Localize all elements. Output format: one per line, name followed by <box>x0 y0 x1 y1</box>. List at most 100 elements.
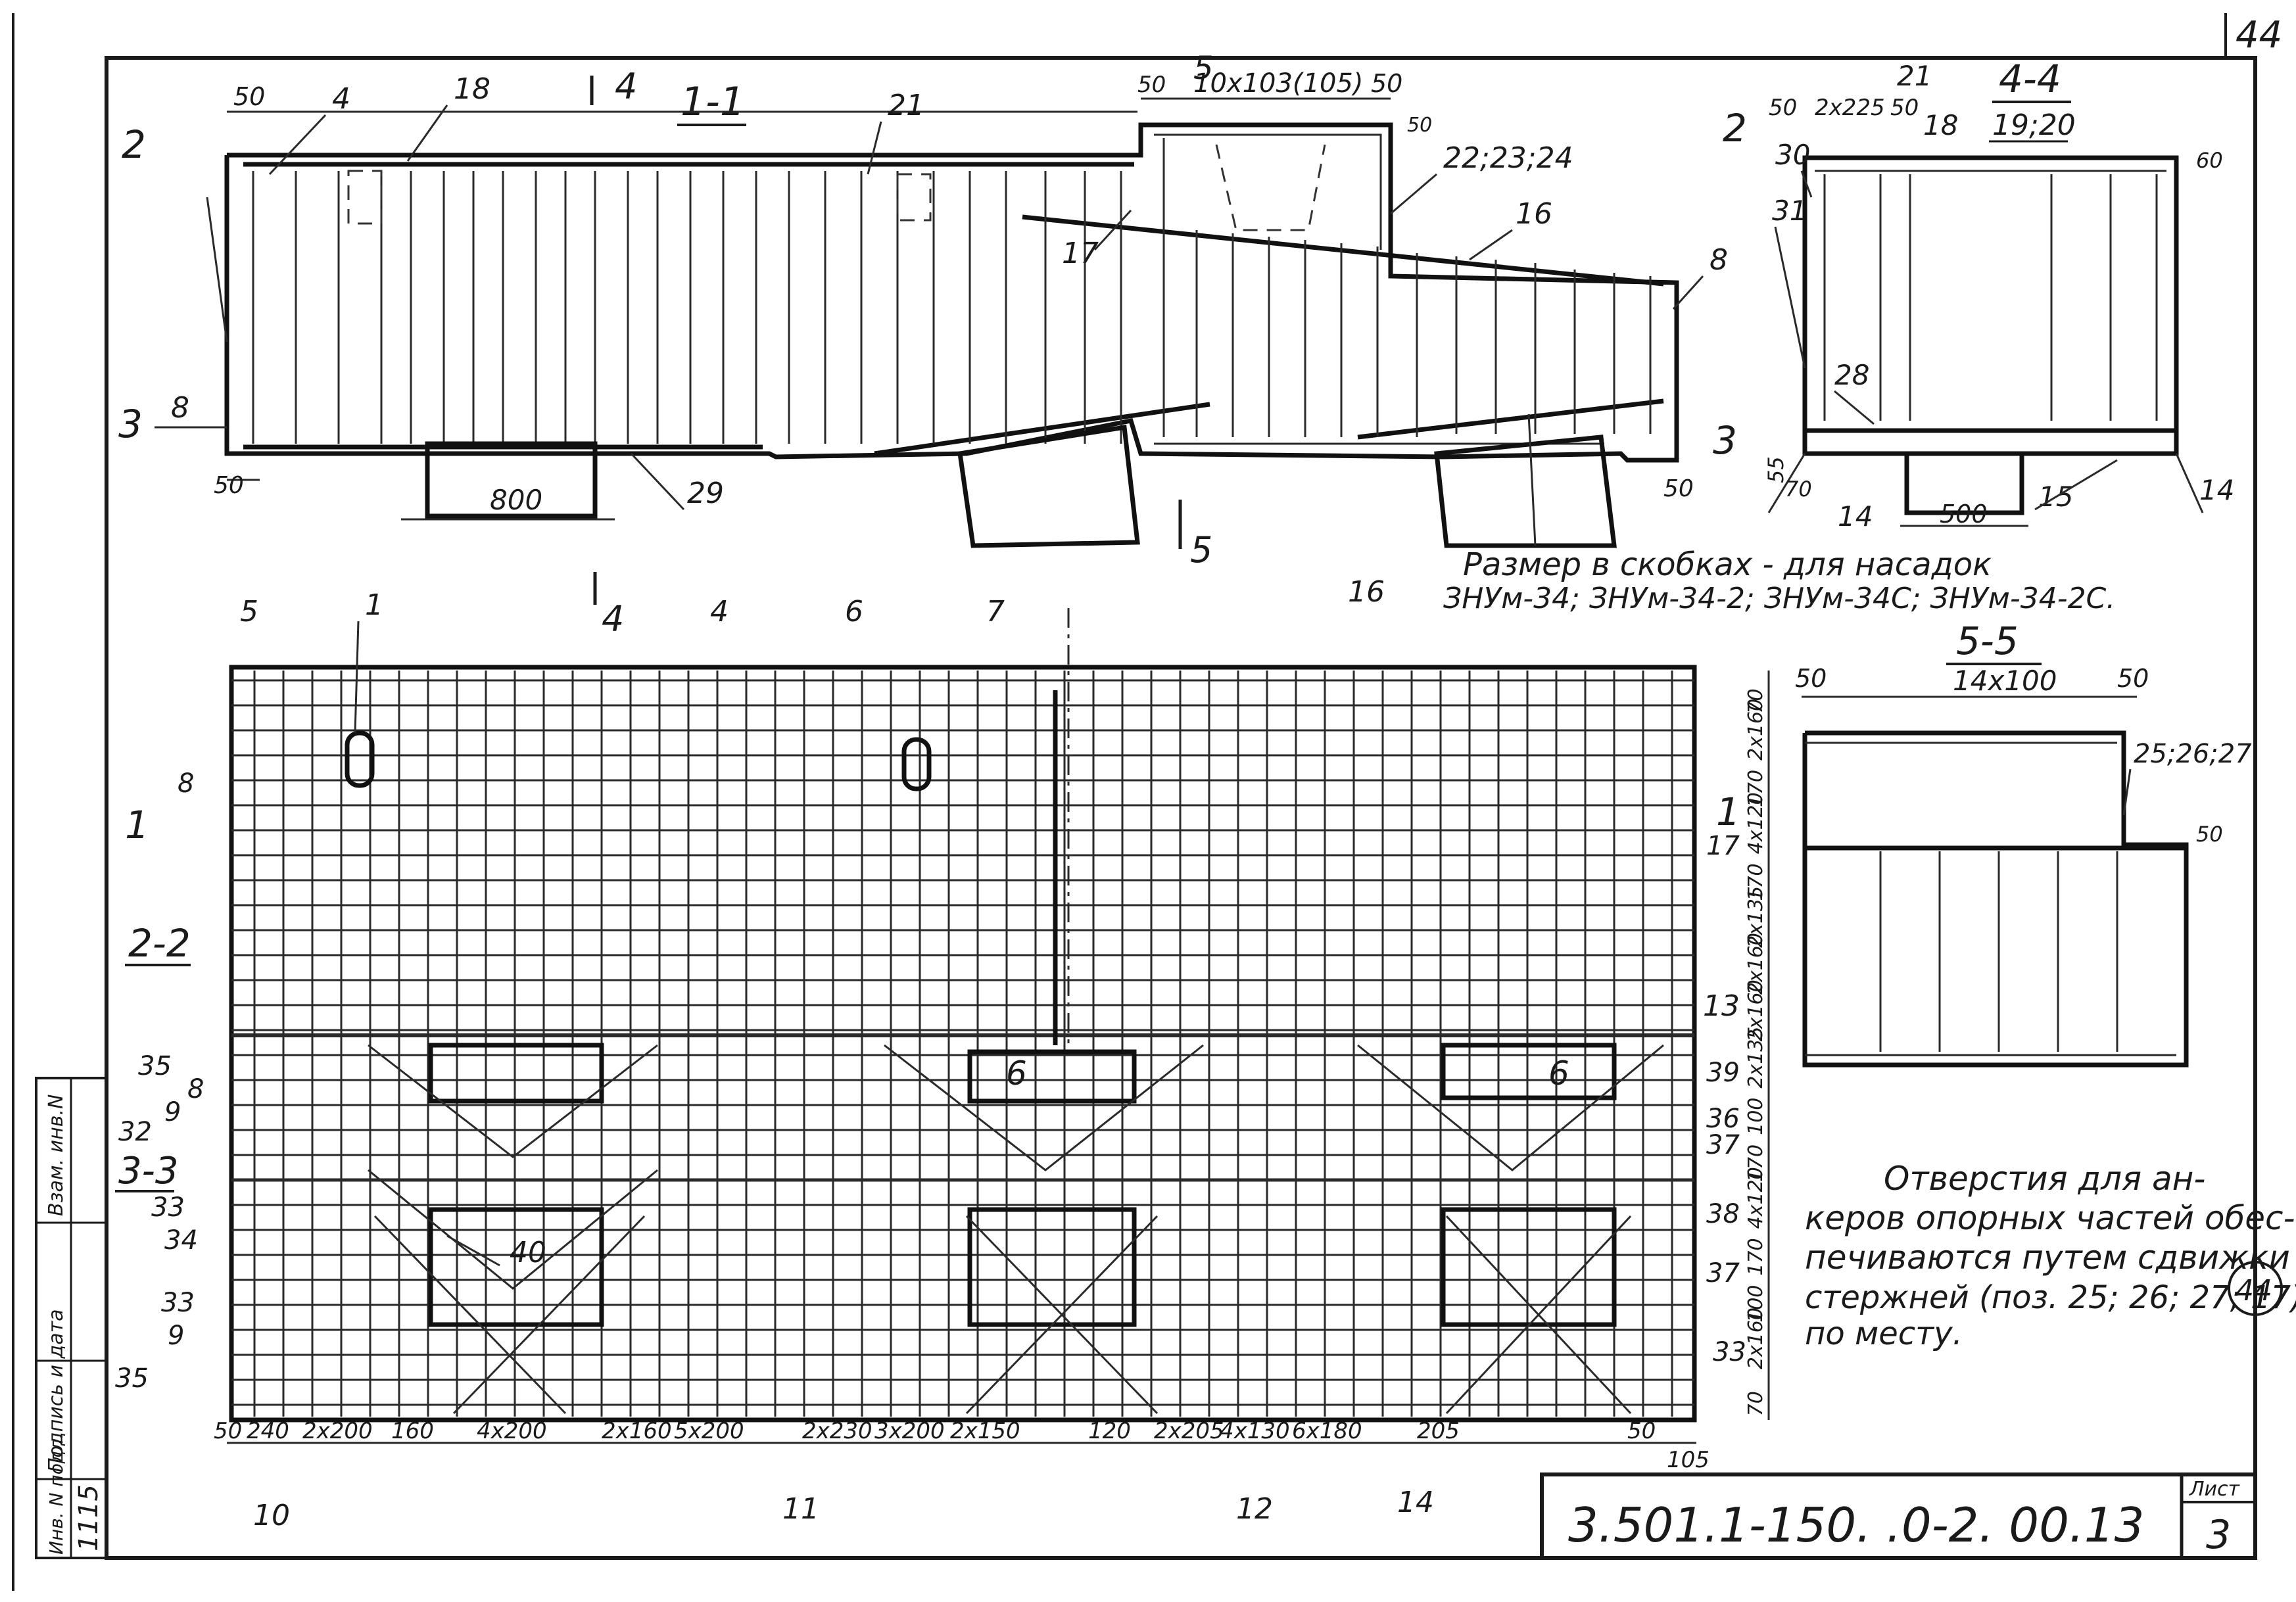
dim-top-10x103: 10x103(105) <box>1193 68 1363 99</box>
right-dim-label: 70 <box>1744 1391 1767 1416</box>
section-1-1-title: 1-1 <box>681 79 745 125</box>
plan-2-2-title: 2-2 <box>128 921 191 966</box>
section-4-4: 4-4 19;20 500 2x225 50 50 60 55 70 2 21 … <box>1723 57 2234 532</box>
section-5-5-title: 5-5 <box>1956 619 2019 663</box>
section-5-5: 5-5 14x100 50 50 25;26;27 50 <box>1795 619 2252 1068</box>
right-dim-label: 4x120 <box>1744 1167 1767 1229</box>
plan-label-1: 1 <box>365 588 383 622</box>
bottom-label-11: 11 <box>782 1492 819 1526</box>
note-openings-line2: керов опорных частей обес- <box>1805 1199 2295 1237</box>
cut-mark-5-top: 5 <box>1193 50 1214 87</box>
dim-50-top: 50 <box>1137 72 1166 98</box>
plan-right-label-39: 39 <box>1706 1058 1740 1088</box>
stamp-inv-label: Инв. N подл. <box>45 1433 67 1555</box>
label-28: 28 <box>1834 359 1869 391</box>
dim-opening-800: 800 <box>490 484 542 516</box>
plan-right-label-38: 38 <box>1706 1199 1740 1229</box>
dim-70: 70 <box>1785 477 1812 502</box>
right-dim-label: 70 <box>1744 688 1767 713</box>
stamp-inv-value: 1115 <box>74 1484 104 1551</box>
plan-cut-6-right: 6 <box>1548 1054 1569 1093</box>
support-block-1 <box>425 441 598 519</box>
plan-cut-6-left: 6 <box>1006 1054 1027 1093</box>
bottom-dim-label: 2x205 <box>1154 1418 1224 1444</box>
bottom-dim-label: 2x160 <box>602 1418 672 1444</box>
label-21: 21 <box>888 89 924 122</box>
plan-label-6: 6 <box>845 595 863 628</box>
bottom-dim-label: 5x200 <box>674 1418 744 1444</box>
right-dim-label: 170 <box>1744 863 1767 901</box>
plan-left-label-33-top: 33 <box>151 1192 185 1223</box>
cut-mark-5-bottom: 5 <box>1190 529 1212 571</box>
label-8-right: 8 <box>1710 243 1728 277</box>
bottom-dim-label: 4x200 <box>477 1418 547 1444</box>
cut-2-right: 2 <box>1723 106 1747 151</box>
bottom-label-10: 10 <box>253 1499 290 1532</box>
plan-opening-top-1 <box>428 1043 604 1104</box>
plan-label-5: 5 <box>240 595 258 628</box>
plan-cut-1-left: 1 <box>125 803 149 847</box>
stirrups-1-1 <box>252 138 1652 444</box>
plan-left-label-8-mid: 8 <box>187 1074 204 1104</box>
plan-left-label-32: 32 <box>118 1117 152 1147</box>
plan-right-label-36: 36 <box>1706 1104 1740 1134</box>
right-dim-label: 2x135 <box>1744 886 1767 948</box>
plan-inner-label-40: 40 <box>510 1236 546 1269</box>
right-dim-label: 170 <box>1744 770 1767 807</box>
dim-2x225: 2x225 <box>1815 95 1885 121</box>
page-number: 44 <box>2236 14 2282 57</box>
right-dim-label: 2x160 <box>1744 979 1767 1041</box>
cut-mark-4-bottom: 4 <box>602 598 624 640</box>
label-22-23-24: 22;23;24 <box>1443 141 1573 175</box>
dim-60: 60 <box>2196 148 2223 173</box>
plan-right-label-13: 13 <box>1703 989 1740 1023</box>
right-dim-label: 100 <box>1744 1098 1767 1135</box>
section-1-1: 1-1 <box>118 50 1737 640</box>
stamp-vzam-label: Взам. инв.N <box>45 1095 68 1216</box>
bottom-dim-label: 50 <box>1627 1418 1656 1444</box>
label-4: 4 <box>332 82 350 116</box>
dim-50-top-right: 50 <box>1407 114 1432 137</box>
plan-right-label-17: 17 <box>1706 831 1740 861</box>
bottom-label-12: 12 <box>1236 1492 1273 1526</box>
plan-opening-top-3 <box>1441 1043 1617 1100</box>
note-openings-line1: Отверстия для ан- <box>1884 1160 2205 1198</box>
label-16: 16 <box>1516 197 1552 231</box>
dim-50-mid: 50 <box>1890 95 1919 121</box>
dim-bottom-right-50: 50 <box>1663 475 1694 502</box>
note-brackets-line2: ЗНУм-34; ЗНУм-34-2; ЗНУм-34С; ЗНУм-34-2С… <box>1443 582 2115 615</box>
dim-55: 55 <box>1763 456 1788 483</box>
side-stamp: Взам. инв.N Подпись и дата Инв. N подл. … <box>35 1077 108 1559</box>
section-4-4-title: 4-4 <box>1999 57 2061 101</box>
bottom-dim-label: 205 <box>1417 1418 1460 1444</box>
bottom-dim-label: 3x200 <box>874 1418 945 1444</box>
dim-bottom-left-50: 50 <box>214 472 244 499</box>
plan-slot-1 <box>345 730 375 788</box>
bottom-dim-label: 6x180 <box>1292 1418 1362 1444</box>
right-dim-label: 4x120 <box>1744 792 1767 854</box>
label-14-left: 14 <box>1838 500 1873 532</box>
label-14-right: 14 <box>2199 474 2234 506</box>
bottom-dim-label: 120 <box>1088 1418 1131 1444</box>
plan-diagonals <box>368 1044 1664 1415</box>
label-25-26-27: 25;26;27 <box>2134 739 2252 769</box>
plan-cut-1-right: 1 <box>1716 789 1740 834</box>
plan-left-label-35-bottom: 35 <box>115 1363 149 1394</box>
plan-right-label-37-top: 37 <box>1706 1130 1740 1160</box>
right-dim-label: 2x160 <box>1744 933 1767 995</box>
drawing-code: 3.501.1-150. .0-2. 00.13 <box>1568 1497 2144 1553</box>
plan-left-label-34: 34 <box>164 1225 198 1256</box>
plan-slot-2 <box>901 737 932 791</box>
note-openings-line3: печиваются путем сдвижки <box>1805 1238 2290 1277</box>
note-openings-line4: стержней (поз. 25; 26; 27; 17) <box>1805 1279 2296 1316</box>
cut-2-left: 2 <box>122 122 146 167</box>
bottom-dim-label: 2x200 <box>302 1418 373 1444</box>
circled-mark-text: 44 <box>2236 1274 2272 1308</box>
plan-3-3: 3-3 <box>118 1150 178 1192</box>
right-dim-label: 2x160 <box>1744 699 1767 761</box>
circled-mark <box>2228 1261 2283 1316</box>
bottom-dim-label: 160 <box>391 1418 434 1444</box>
label-30: 30 <box>1775 139 1810 171</box>
